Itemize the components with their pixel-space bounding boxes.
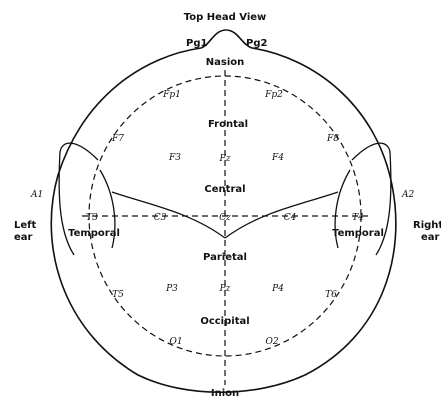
region-central: Central bbox=[204, 184, 245, 195]
electrode-pz: Pz bbox=[219, 284, 231, 294]
pg2-label: Pg2 bbox=[246, 38, 267, 49]
region-parietal: Parietal bbox=[203, 252, 247, 263]
electrode-t6: T6 bbox=[325, 290, 337, 300]
electrode-f3: F3 bbox=[168, 153, 181, 163]
electrode-o1: O1 bbox=[169, 337, 182, 347]
a2-label: A2 bbox=[401, 190, 414, 200]
electrode-f7: F7 bbox=[111, 134, 124, 144]
right-ear-label-line1: Right bbox=[413, 220, 441, 231]
region-temporal-right: Temporal bbox=[332, 228, 384, 239]
region-temporal-left: Temporal bbox=[68, 228, 120, 239]
temporal-boundary-right bbox=[225, 192, 338, 238]
region-occipital: Occipital bbox=[200, 316, 249, 327]
electrode-c4: C4 bbox=[284, 213, 297, 223]
region-frontal: Frontal bbox=[208, 119, 248, 130]
electrode-o2: O2 bbox=[265, 337, 278, 347]
electrode-fp1: Fp1 bbox=[162, 90, 181, 100]
right-ear-label-line2: ear bbox=[421, 232, 440, 243]
electrode-fz: Fz bbox=[219, 154, 231, 164]
electrode-f8: F8 bbox=[326, 134, 339, 144]
diagram-title: Top Head View bbox=[184, 12, 267, 23]
electrode-cz: Cz bbox=[219, 213, 231, 223]
electrode-t4: T4 bbox=[352, 213, 364, 223]
electrode-c3: C3 bbox=[154, 213, 167, 223]
electrode-fp2: Fp2 bbox=[264, 90, 283, 100]
head-outline bbox=[51, 30, 396, 392]
a1-label: A1 bbox=[30, 190, 43, 200]
pg1-label: Pg1 bbox=[186, 38, 207, 49]
electrode-p4: P4 bbox=[271, 284, 284, 294]
electrode-f4: F4 bbox=[271, 153, 284, 163]
left-ear-label-line1: Left bbox=[14, 220, 37, 231]
electrode-t3: T3 bbox=[86, 213, 98, 223]
nasion-label: Nasion bbox=[206, 57, 245, 68]
inion-label: Inion bbox=[211, 388, 239, 399]
left-ear-label-line2: ear bbox=[14, 232, 33, 243]
temporal-boundary-left bbox=[112, 192, 225, 238]
electrode-t5: T5 bbox=[112, 290, 124, 300]
electrode-p3: P3 bbox=[165, 284, 178, 294]
